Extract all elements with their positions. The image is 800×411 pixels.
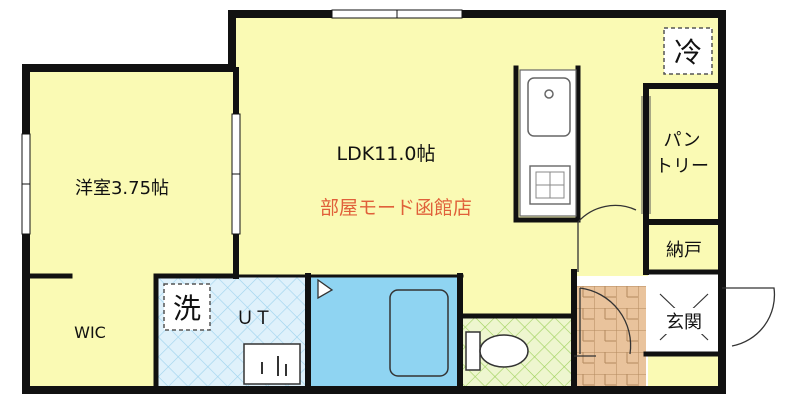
ut-label: ＵＴ [236,308,272,329]
washer-marker-label: 洗 [173,292,201,325]
western-room-floor [26,70,238,276]
room-fills [26,14,720,388]
pantry-label-line2: トリー [655,156,709,177]
washbasin-faucet-icon [261,356,287,376]
storage-floor [648,226,720,272]
outer-wall [22,10,726,394]
fridge-marker: 冷 [663,27,713,75]
entrance-inner-door-swing [579,287,632,355]
toilet [465,331,529,371]
entrance-floor [576,286,646,388]
front-door-swing [722,287,776,347]
wic-label: WIC [74,323,106,342]
entrance-step-floor [648,356,720,388]
entrance-label-bg [656,308,712,334]
kitchen [519,69,577,217]
western-room-label: 洋室3.75帖 [75,178,169,199]
stove [529,165,571,205]
ut-door-arrow [317,278,334,300]
washbasin [243,343,301,385]
pantry-walls [643,83,723,275]
hall-floor [462,276,574,316]
ldk-door-swing [577,204,637,272]
wic-floor [26,276,156,388]
ldk-label: LDK11.0帖 [337,143,436,165]
washer-marker: 洗 [163,283,211,331]
pantry-floor [648,90,720,218]
pantry-label-line1: パン [664,130,701,151]
watermark: 部屋モード函館店 [320,197,472,219]
ut-fixtures [243,343,301,385]
ldk-floor [236,14,720,276]
bath-divider [305,273,463,393]
bathtub [389,289,449,377]
kitchen-partition [513,65,581,223]
stove-burner-icon [535,171,565,199]
pantry-door-marks [641,96,651,214]
doors [317,204,776,357]
sink [527,77,571,137]
room-labels: LDK11.0帖 洋室3.75帖 WIC ＵＴ パン トリー 納戸 玄関 [74,130,712,342]
windows [21,9,463,235]
walls [22,10,726,394]
fridge-marker-label: 冷 [674,36,702,69]
entrance-label: 玄関 [666,312,702,333]
toilet-tank [465,331,481,371]
toilet-bowl [479,334,529,368]
storage-label: 納戸 [666,240,702,261]
faucet-icon [544,89,554,99]
